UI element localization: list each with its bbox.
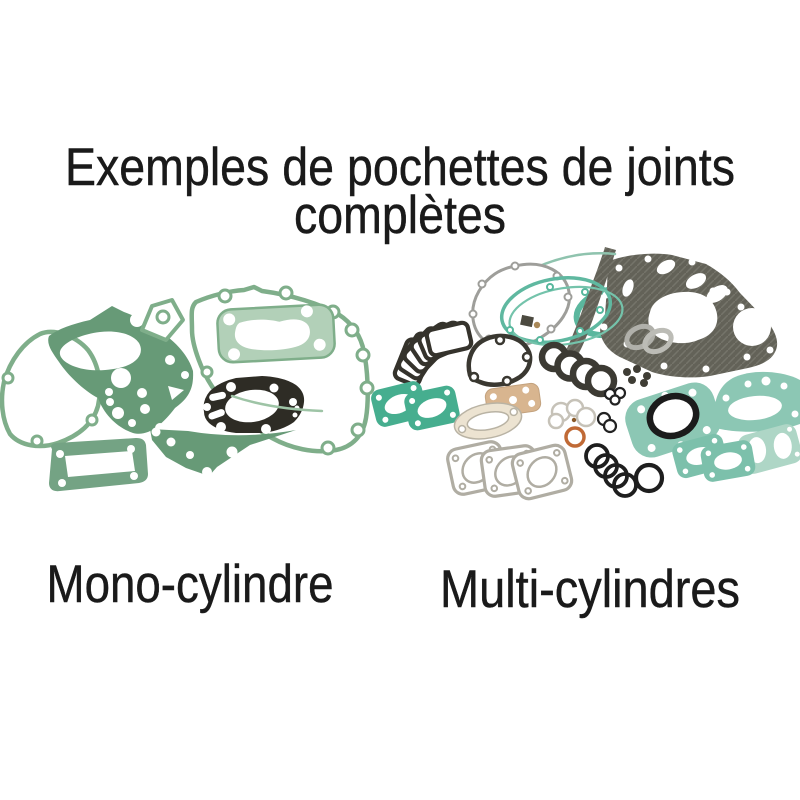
svg-text:Exemples de pochettes de joint: Exemples de pochettes de joints — [65, 138, 735, 197]
svg-text:Multi-cylindres: Multi-cylindres — [440, 560, 740, 619]
svg-text:Mono-cylindre: Mono-cylindre — [47, 555, 334, 614]
svg-text:complètes: complètes — [294, 186, 506, 245]
